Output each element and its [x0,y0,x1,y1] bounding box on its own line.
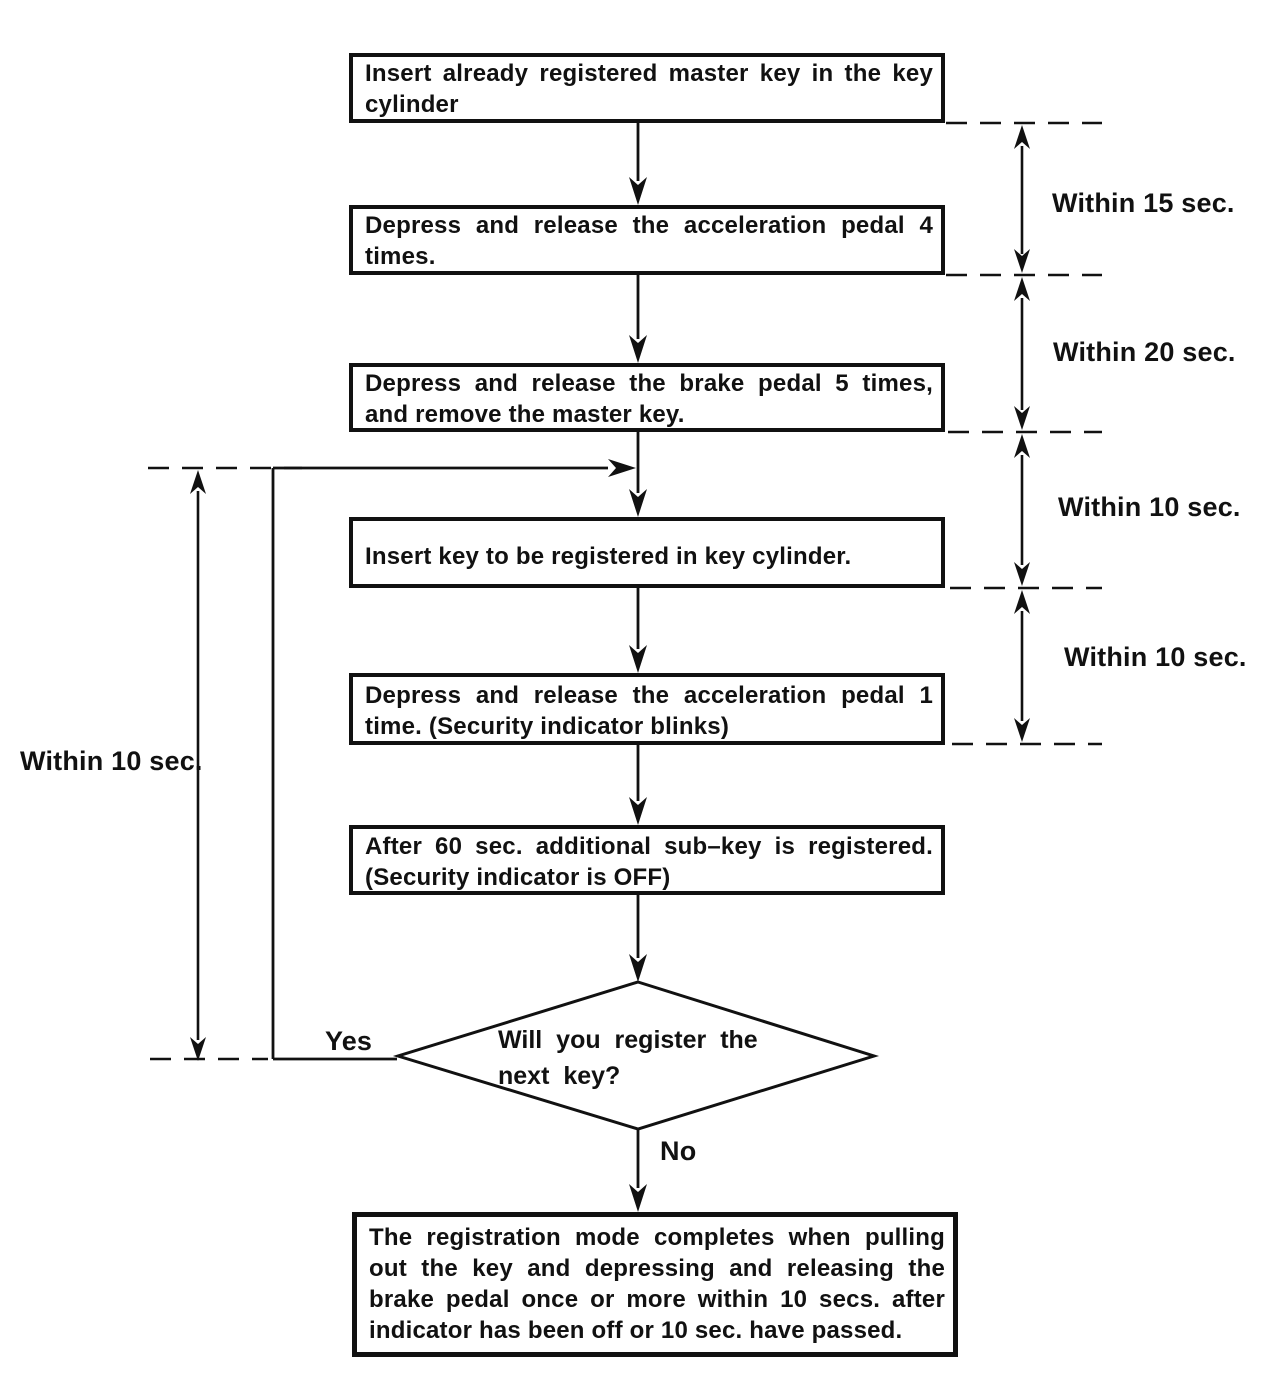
arrow-head-up [1014,590,1030,614]
yes-branch-label: Yes [325,1026,373,1056]
step-box-insert-master-key: Insert already registered master key in … [349,53,945,123]
main-flow-arrows [629,123,647,1212]
step-box-insert-key-to-register: Insert key to be registered in key cylin… [349,517,945,588]
arrow-head-right [608,459,636,477]
loop-back-connector [271,459,636,1061]
arrow-head-up [1014,434,1030,458]
arrow-head-down [629,954,647,982]
step-box-acceleration-pedal-4-times: Depress and release the acceleration ped… [349,205,945,275]
timing-label-within-10-sec-b: Within 10 sec. [1064,642,1247,672]
timing-label-within-10-sec-left: Within 10 sec. [20,746,203,776]
arrow-head-down [1014,562,1030,586]
timing-label-within-10-sec-a: Within 10 sec. [1058,492,1241,522]
left-timing-bracket [148,466,302,1061]
decision-diamond [392,980,880,1131]
arrow-head-down [1014,406,1030,430]
arrow-head-down [629,797,647,825]
arrow-head-down [629,177,647,205]
step-box-subkey-registered: After 60 sec. additional sub–key is regi… [349,825,945,895]
arrow-head-down [629,1184,647,1212]
arrow-head-down [1014,718,1030,742]
timing-label-within-20-sec: Within 20 sec. [1053,337,1236,367]
no-branch-label: No [660,1136,697,1166]
timing-label-within-15-sec: Within 15 sec. [1052,188,1235,218]
arrow-head-up [1014,277,1030,301]
arrow-head-down [1014,249,1030,273]
decision-question: Will you register the next key? [498,1026,758,1090]
step-box-acceleration-pedal-1-time: Depress and release the acceleration ped… [349,673,945,745]
arrow-head-up [190,470,206,494]
step-box-brake-pedal-5-times: Depress and release the brake pedal 5 ti… [349,363,945,432]
arrow-head-down [629,489,647,517]
arrow-head-down [629,335,647,363]
right-timing-brackets [946,121,1102,746]
arrow-head-up [1014,125,1030,149]
arrow-head-down [190,1037,206,1061]
step-box-registration-complete: The registration mode completes when pul… [352,1212,958,1357]
arrow-head-down [629,645,647,673]
